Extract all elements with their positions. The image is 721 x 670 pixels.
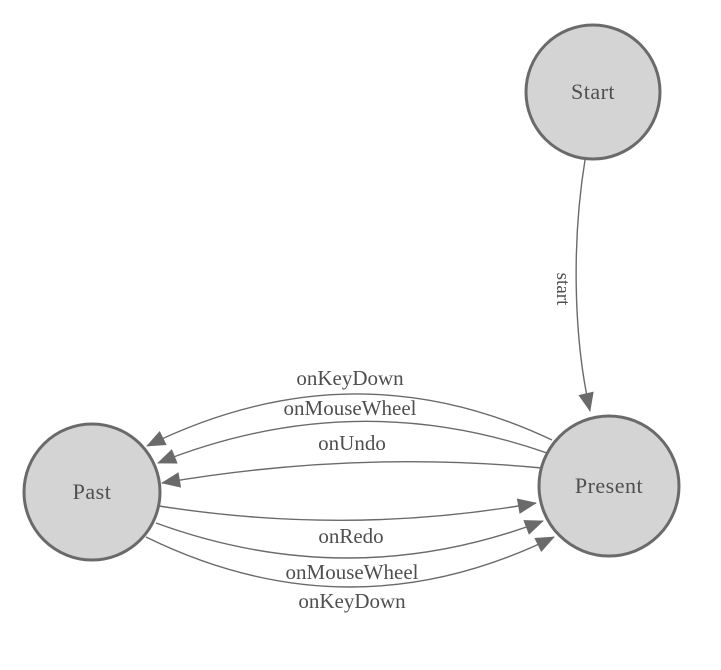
edge-present-to-past-onmousewheel [157,420,548,464]
edge-present-to-past-onundo [161,460,543,488]
past-node-label: Past [73,479,112,504]
state-node-present: Present [537,414,681,558]
present-node-label: Present [575,473,643,498]
edge-label-onkeydown-bottom: onKeyDown [298,589,406,613]
edge-label-start: start [552,273,573,306]
edge-past-to-present-onkeydown [145,536,555,588]
start-node-circle [524,23,662,161]
edge-present-to-past-onkeydown [146,393,553,447]
edge-label-onkeydown-top: onKeyDown [296,366,404,390]
edge-label-onmousewheel-bottom: onMouseWheel [286,560,419,584]
start-node-label: Start [571,79,615,104]
past-node-circle [22,422,162,562]
state-node-past: Past [22,422,162,562]
edge-label-onredo: onRedo [318,524,383,548]
edge-past-to-present-onmousewheel [155,520,544,559]
edge-label-onundo: onUndo [318,431,386,455]
state-node-start: Start [524,23,662,161]
edge-label-onmousewheel-top: onMouseWheel [284,396,417,420]
edge-start-to-present [575,159,594,412]
edge-past-to-present-onredo [158,498,537,521]
present-node-circle [537,414,681,558]
